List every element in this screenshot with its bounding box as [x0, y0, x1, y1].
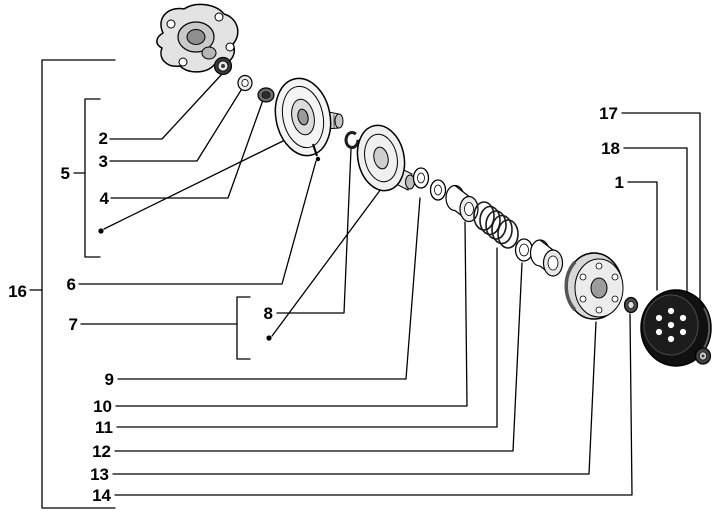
- bullet-group7: [266, 335, 272, 341]
- part-lock-washer: [623, 296, 639, 314]
- callout-label-17: 17: [599, 104, 618, 123]
- leader-1: [627, 181, 658, 291]
- leader-11: [116, 247, 498, 428]
- callout-label-14: 14: [92, 486, 111, 505]
- leader-2: [109, 73, 223, 140]
- callout-label-9: 9: [105, 370, 114, 389]
- leader-13: [112, 321, 597, 475]
- leader-9: [117, 197, 421, 380]
- bracket-7: [236, 296, 251, 360]
- part-circlip: [344, 131, 360, 149]
- part-end-nut: [694, 347, 712, 365]
- callout-label-12: 12: [92, 442, 111, 461]
- callout-label-18: 18: [601, 139, 620, 158]
- callout-label-6: 6: [67, 275, 76, 294]
- parts: [156, 3, 712, 367]
- callout-label-7: 7: [69, 315, 78, 334]
- part-driven-pulley: [356, 124, 406, 192]
- callout-label-13: 13: [90, 465, 109, 484]
- leader-group5-item: [103, 140, 284, 230]
- callout-label-2: 2: [99, 129, 108, 148]
- callout-label-3: 3: [99, 152, 108, 171]
- leader-lines: [29, 59, 701, 509]
- bracket-5: [84, 98, 101, 258]
- leader-18: [623, 147, 688, 294]
- leader-3: [109, 86, 244, 162]
- leader-17: [621, 112, 701, 347]
- callout-label-11: 11: [95, 418, 113, 437]
- part-spring-seat: [514, 238, 534, 262]
- leader-group7-item: [271, 188, 382, 337]
- part-spacer: [237, 74, 253, 92]
- part-pin: [312, 143, 321, 162]
- leader-12: [114, 262, 523, 452]
- part-clutch-assembly: [564, 252, 624, 320]
- callout-labels: 2 3 4 5 6 7 8 9 10 11 12 13 14 16 17 18 …: [8, 104, 624, 505]
- part-bearing: [213, 56, 233, 76]
- callout-label-8: 8: [264, 304, 273, 323]
- part-crankcase-cover: [156, 3, 239, 73]
- callout-label-1: 1: [615, 173, 624, 192]
- leader-14: [114, 313, 633, 496]
- part-spring: [473, 201, 519, 249]
- part-collar: [529, 239, 564, 277]
- part-clutch-bell: [640, 289, 712, 367]
- leader-10: [115, 221, 468, 407]
- bullet-group5: [98, 228, 104, 234]
- leader-4: [110, 99, 264, 199]
- part-drive-pulley: [274, 77, 332, 157]
- callout-label-5: 5: [61, 164, 70, 183]
- leader-8: [276, 148, 352, 314]
- leader-6: [78, 160, 317, 285]
- callout-label-10: 10: [93, 397, 112, 416]
- part-nut-small: [257, 87, 275, 103]
- callout-label-16: 16: [8, 282, 27, 301]
- callout-label-4: 4: [100, 189, 110, 208]
- part-washers: [412, 167, 447, 201]
- bracket-16: [41, 59, 116, 509]
